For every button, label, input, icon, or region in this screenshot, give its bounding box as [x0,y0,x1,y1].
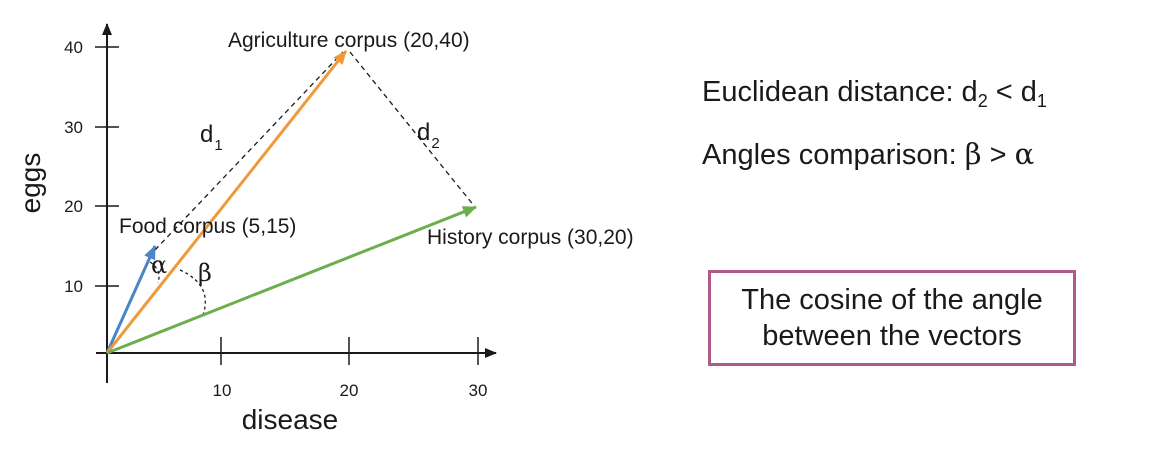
y-tick-label: 10 [64,277,83,296]
distance-d2-line [349,51,476,208]
angle-beta-label: β [198,259,212,287]
x-tick-label: 10 [213,381,232,400]
distance-d2-subscript: 2 [431,135,439,152]
distance-d1-label: d1 [200,121,223,154]
x-tick-label: 30 [469,381,488,400]
angles-comparison-statement: Angles comparison: β > α [702,137,1034,172]
y-axis-ticks [95,46,119,287]
agriculture-corpus-vector [105,50,348,354]
distance-d1-line [154,51,344,251]
euclidean-sub-2: 2 [977,91,988,111]
angles-alpha: α [1014,137,1035,171]
distance-d1-main: d [200,121,213,148]
euclidean-distance-statement: Euclidean distance: d2 < d1 [702,76,1047,111]
angle-alpha-label: α [151,251,167,279]
euclidean-prefix: Euclidean distance: d [702,76,978,108]
euclidean-middle: < d [987,76,1037,108]
y-tick-label: 40 [64,38,83,57]
distance-d2-main: d [417,119,430,146]
distance-d1-subscript: 1 [214,137,222,154]
history-corpus-vector [106,205,477,355]
angle-alpha-arc [149,261,160,284]
vector-space-diagram: 10 20 30 40 10 20 30 eggs disease Food c… [15,23,634,435]
food-corpus-vector [105,245,157,354]
agriculture-corpus-label: Agriculture corpus (20,40) [228,29,470,52]
euclidean-sub-1: 1 [1036,91,1047,111]
cosine-definition-box: The cosine of the angle between the vect… [708,270,1076,366]
angles-middle: > [981,139,1015,171]
x-tick-label: 20 [340,381,359,400]
food-corpus-label: Food corpus (5,15) [119,215,296,238]
angles-prefix: Angles comparison: [702,139,965,171]
history-corpus-label: History corpus (30,20) [427,226,634,249]
distance-d2-label: d2 [417,119,440,152]
y-tick-label: 20 [64,197,83,216]
y-tick-label: 30 [64,118,83,137]
angles-beta: β [964,137,982,171]
y-axis-title: eggs [15,153,46,214]
x-axis-ticks [220,337,479,365]
cosine-box-line-1: The cosine of the angle [741,284,1043,316]
cosine-box-line-2: between the vectors [762,320,1022,352]
x-axis-title: disease [242,404,339,435]
